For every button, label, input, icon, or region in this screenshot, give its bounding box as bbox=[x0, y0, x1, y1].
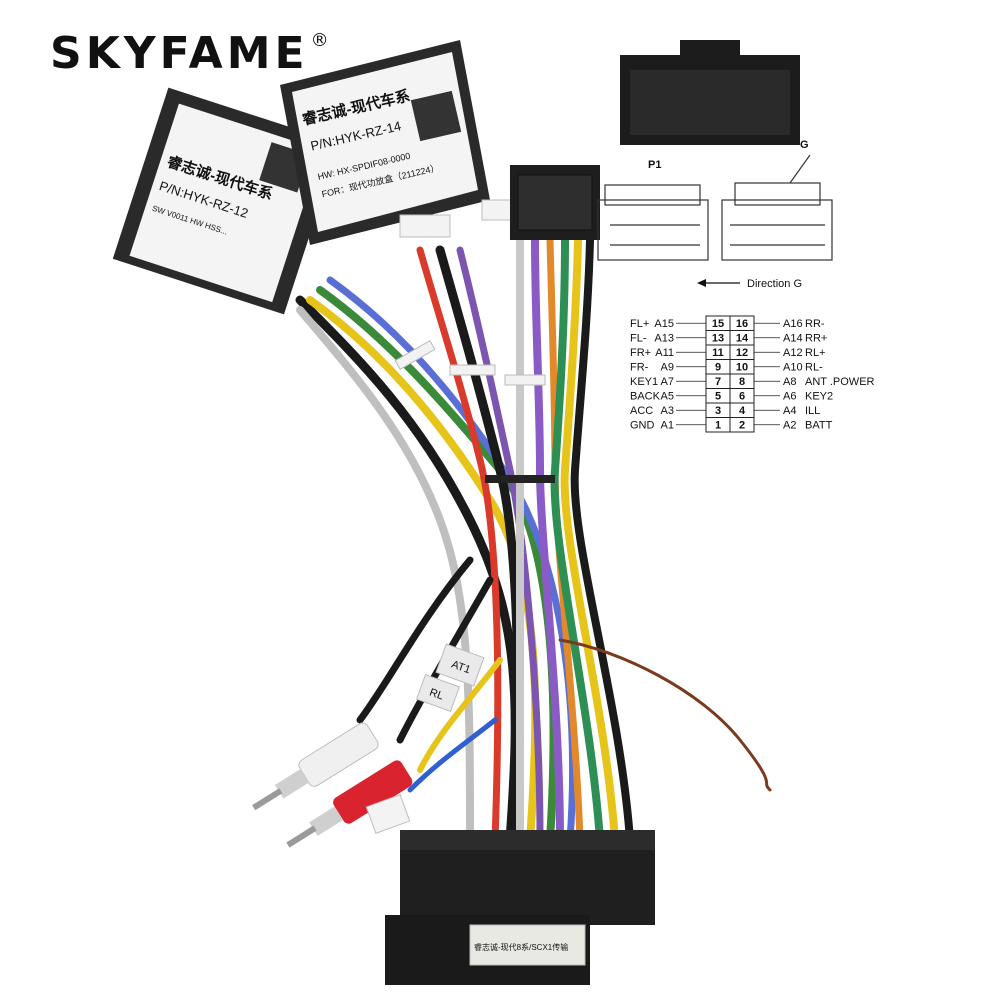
rca-plug-red bbox=[286, 760, 413, 848]
pin-left-name: FR+ bbox=[630, 347, 651, 359]
pin-number-right: 12 bbox=[736, 347, 748, 359]
pin-left-code: A7 bbox=[661, 376, 674, 388]
pin-number-right: 16 bbox=[736, 318, 748, 330]
pin-right-name: KEY2 bbox=[805, 391, 833, 403]
p1-label: P1 bbox=[648, 159, 661, 171]
pin-number-left: 15 bbox=[712, 318, 724, 330]
cable-ties bbox=[394, 339, 555, 483]
pin-left-name: KEY1 bbox=[630, 376, 658, 388]
pin-right-name: BATT bbox=[805, 420, 833, 432]
cable-tag-rl-text: RL bbox=[428, 687, 445, 703]
brand-name: SKYFAME bbox=[50, 28, 309, 79]
pin-left-code: A3 bbox=[661, 405, 674, 417]
pin-left-code: A5 bbox=[661, 391, 674, 403]
pin-right-code: A2 bbox=[783, 420, 796, 432]
pin-number-right: 2 bbox=[739, 420, 745, 432]
pin-left-name: BACK bbox=[630, 391, 661, 403]
pin-number-left: 1 bbox=[715, 420, 721, 432]
pin-number-right: 14 bbox=[736, 333, 749, 345]
module-right: 睿志诚-现代车系 P/N:HYK-RZ-14 HW: HX-SPDIF08-00… bbox=[280, 40, 513, 245]
pin-number-right: 4 bbox=[739, 405, 746, 417]
pin-left-name: FR- bbox=[630, 362, 649, 374]
pin-left-name: GND bbox=[630, 420, 655, 432]
connector-drawing-p1 bbox=[597, 184, 709, 261]
cable-tag-at1: AT1 bbox=[435, 643, 485, 687]
g-label: G bbox=[800, 139, 809, 151]
pin-right-name: RL- bbox=[805, 362, 823, 374]
pin-right-name: RR+ bbox=[805, 333, 827, 345]
pin-right-name: ILL bbox=[805, 405, 820, 417]
pin-right-code: A14 bbox=[783, 333, 803, 345]
direction-label: Direction G bbox=[747, 278, 802, 290]
pin-left-code: A9 bbox=[661, 362, 674, 374]
pin-number-left: 3 bbox=[715, 405, 721, 417]
pin-number-left: 13 bbox=[712, 333, 724, 345]
pin-number-left: 5 bbox=[715, 391, 721, 403]
pin-right-code: A4 bbox=[783, 405, 796, 417]
pin-right-code: A10 bbox=[783, 362, 803, 374]
pin-right-name: RR- bbox=[805, 318, 825, 330]
registered-mark: ® bbox=[310, 30, 333, 51]
pin-number-left: 7 bbox=[715, 376, 721, 388]
pin-left-code: A13 bbox=[654, 333, 674, 345]
pin-left-name: FL+ bbox=[630, 318, 649, 330]
pin-number-right: 8 bbox=[739, 376, 745, 388]
pin-right-name: ANT .POWER bbox=[805, 376, 875, 388]
pin-left-code: A15 bbox=[654, 318, 674, 330]
connector-drawing-g bbox=[721, 154, 833, 261]
brand-logo: SKYFAME® bbox=[50, 28, 331, 79]
pin-right-name: RL+ bbox=[805, 347, 826, 359]
pin-number-right: 10 bbox=[736, 362, 748, 374]
pin-number-right: 6 bbox=[739, 391, 745, 403]
pin-number-left: 11 bbox=[712, 347, 724, 359]
connector-photo-p1 bbox=[620, 40, 800, 145]
pin-left-code: A11 bbox=[655, 347, 674, 359]
cable-tag-rl: RL bbox=[415, 673, 461, 713]
pin-number-left: 9 bbox=[715, 362, 721, 374]
pin-right-code: A6 bbox=[783, 391, 796, 403]
bottom-connector-label: 睿志诚-现代8系/SCX1传输 bbox=[474, 942, 568, 952]
pin-right-code: A8 bbox=[783, 376, 796, 388]
pin-left-name: ACC bbox=[630, 405, 653, 417]
pin-right-code: A12 bbox=[783, 347, 803, 359]
top-black-connector bbox=[510, 165, 600, 240]
pin-left-name: FL- bbox=[630, 333, 647, 345]
direction-arrow bbox=[697, 279, 740, 287]
rca-plug-white bbox=[252, 722, 379, 811]
pin-left-code: A1 bbox=[661, 420, 674, 432]
pin-right-code: A16 bbox=[783, 318, 803, 330]
module-left: 睿志诚-现代车系 P/N:HYK-RZ-12 SW V0011 HW HSS..… bbox=[112, 87, 340, 315]
small-white-connector bbox=[365, 794, 411, 834]
bottom-main-connector: 睿志诚-现代8系/SCX1传输 bbox=[385, 830, 655, 985]
